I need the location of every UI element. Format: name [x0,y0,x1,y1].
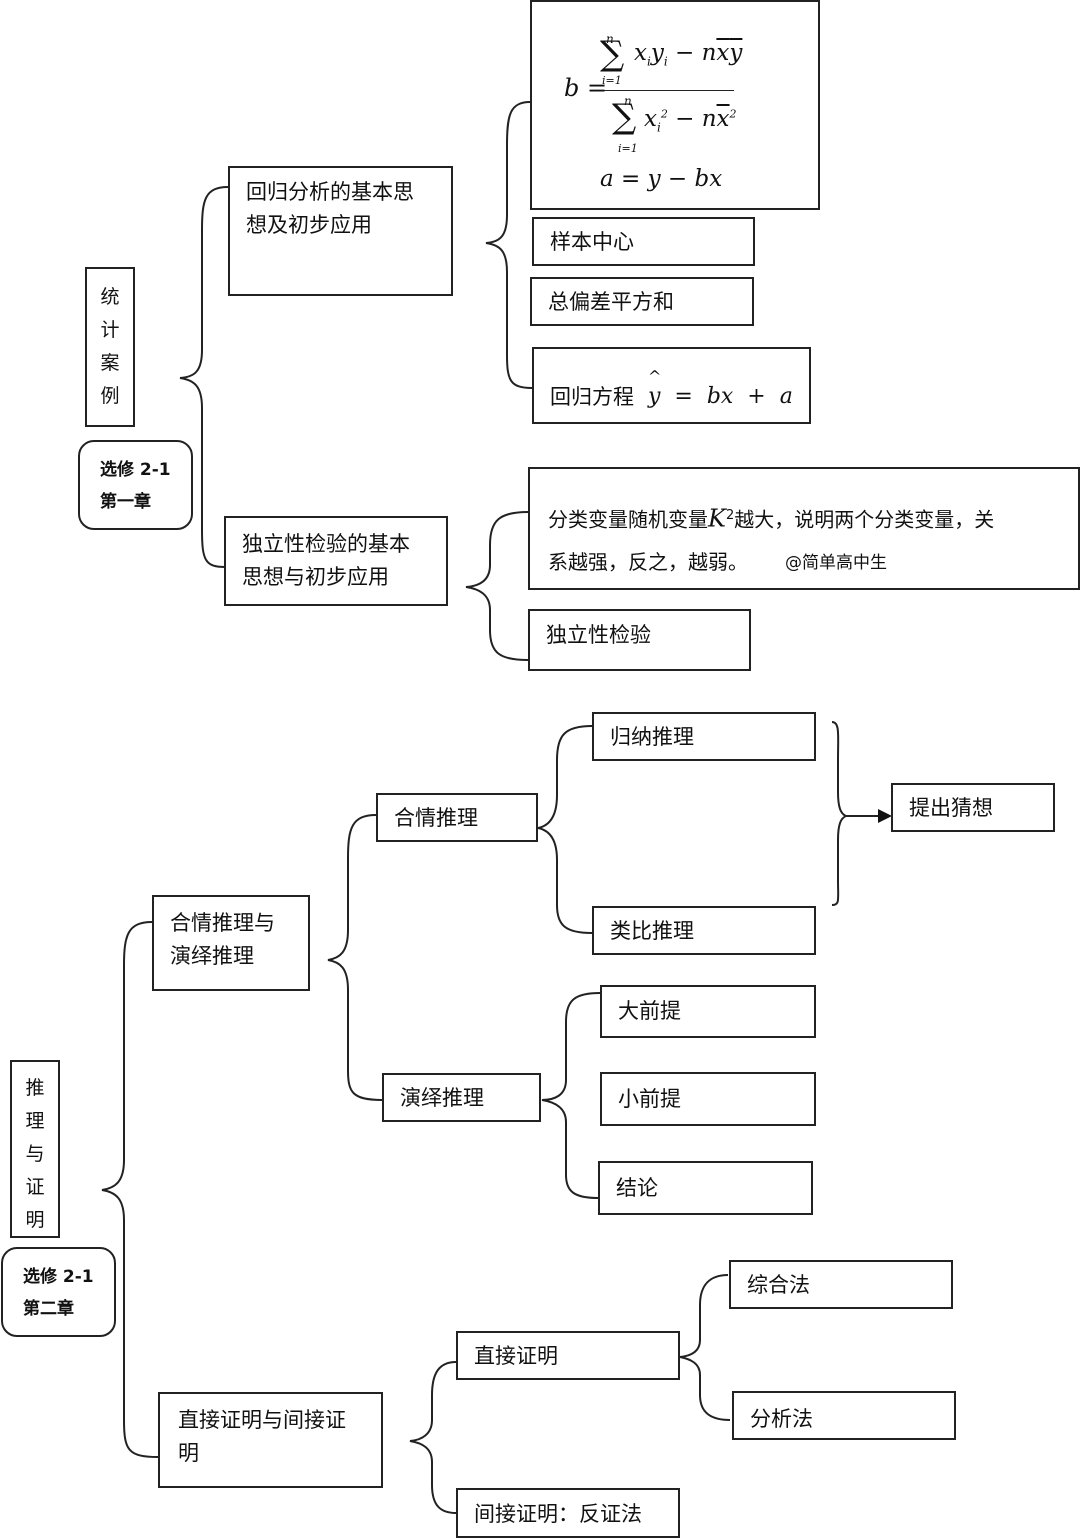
deductive-box: 演绎推理 [382,1073,541,1122]
proof-box: 直接证明与间接证 明 [158,1392,383,1488]
sum-symbol: ∑ [600,34,625,74]
topic-char: 明 [25,1209,45,1231]
indirect-proof-label: 间接证明：反证法 [474,1502,642,1526]
topic-char: 案 [100,352,120,374]
induction-box: 归纳推理 [592,712,816,761]
denominator-expr: xi2 − nx2 [644,106,737,135]
reasoning-box: 合情推理与 演绎推理 [152,895,310,991]
plausible-label: 合情推理 [394,806,478,830]
direct-proof-box: 直接证明 [456,1331,680,1380]
major-premise-box: 大前提 [600,985,816,1038]
regression-label-line1: 回归分析的基本思 [246,180,414,204]
hat-symbol: ^ [648,367,662,386]
analytic-method-box: 分析法 [732,1391,956,1440]
analytic-method-label: 分析法 [750,1407,813,1431]
topic-statistics-box: 统 计 案 例 [85,267,135,427]
regression-label-line2: 想及初步应用 [246,213,372,237]
regression-box: 回归分析的基本思 想及初步应用 [228,166,453,296]
topic-char: 理 [25,1110,45,1132]
formula-a: a = y − bx [600,166,723,192]
conjecture-label: 提出猜想 [909,796,993,820]
sample-center-label: 样本中心 [550,230,634,254]
conjecture-box: 提出猜想 [891,783,1055,832]
topic-char: 计 [100,319,120,341]
analogy-label: 类比推理 [610,919,694,943]
independence-desc-box: 分类变量随机变量K2越大，说明两个分类变量，关 系越强，反之，越弱。 @简单高中… [528,467,1080,590]
independence-test-label: 独立性检验 [546,623,651,647]
topic-char: 统 [100,286,120,308]
badge-line1: 选修 2-1 [23,1267,94,1287]
chapter2-badge: 选修 2-1 第二章 [1,1247,116,1337]
sum-upper-n: n [624,94,632,108]
synthetic-method-label: 综合法 [747,1273,810,1297]
sample-center-box: 样本中心 [532,217,755,266]
topic-char: 与 [25,1143,45,1165]
proof-label-line1: 直接证明与间接证 [178,1408,346,1432]
watermark: @简单高中生 [785,553,887,573]
conclusion-label: 结论 [616,1176,658,1200]
minor-premise-box: 小前提 [600,1072,816,1126]
sum-lower: i=1 [618,142,638,155]
badge-line2: 第一章 [100,492,151,512]
formula-b-lhs: b = [564,74,608,102]
fraction-bar [604,90,734,91]
equation-math: y = bx + a [648,384,793,409]
sum-upper-n: n [606,32,614,46]
reasoning-label-line1: 合情推理与 [170,911,275,935]
desc-line2: 系越强，反之，越弱。 [548,550,748,574]
proof-label-line2: 明 [178,1441,199,1465]
indirect-proof-box: 间接证明：反证法 [456,1488,680,1538]
total-square-label: 总偏差平方和 [548,290,674,314]
sum-symbol: ∑ [612,97,637,137]
independence-test-box: 独立性检验 [528,609,751,671]
analogy-box: 类比推理 [592,906,816,955]
minor-premise-label: 小前提 [618,1087,681,1111]
reasoning-label-line2: 演绎推理 [170,944,254,968]
total-square-box: 总偏差平方和 [530,277,754,326]
independence-box: 独立性检验的基本 思想与初步应用 [224,516,448,606]
major-premise-label: 大前提 [618,999,681,1023]
plausible-box: 合情推理 [376,793,538,842]
badge-line1: 选修 2-1 [100,460,171,480]
topic-char: 例 [100,385,120,407]
desc-line1: 分类变量随机变量K2越大，说明两个分类变量，关 [548,504,995,533]
synthetic-method-box: 综合法 [729,1260,953,1309]
topic-reasoning-box: 推 理 与 证 明 [10,1060,60,1238]
direct-proof-label: 直接证明 [474,1344,558,1368]
chapter1-badge: 选修 2-1 第一章 [78,440,193,530]
topic-char: 证 [25,1176,45,1198]
regression-equation-box: 回归方程 ^ y = bx + a [532,347,811,424]
equation-label: 回归方程 [550,385,634,409]
badge-line2: 第二章 [23,1299,74,1319]
conclusion-box: 结论 [598,1161,813,1215]
topic-char: 推 [25,1077,45,1099]
numerator-expr: xiyi − nxy [634,40,743,69]
deductive-label: 演绎推理 [400,1086,484,1110]
sum-lower: i=1 [602,74,622,87]
induction-label: 归纳推理 [610,725,694,749]
regression-formula-box: b = n ∑ i=1 xiyi − nxy n ∑ i=1 xi2 − nx2… [530,0,820,210]
independence-label-line2: 思想与初步应用 [242,565,389,589]
independence-label-line1: 独立性检验的基本 [242,532,410,556]
